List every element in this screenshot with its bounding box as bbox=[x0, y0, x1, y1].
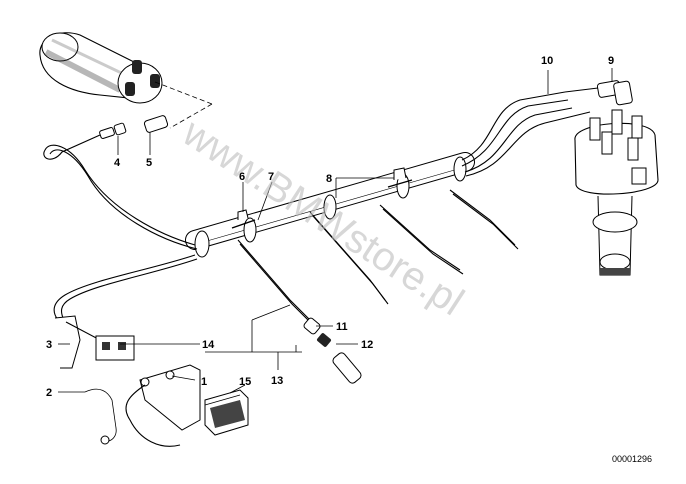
coil-lead bbox=[43, 115, 198, 250]
plug-connector bbox=[596, 80, 633, 106]
part-label-12: 12 bbox=[361, 339, 373, 351]
distributor-wires bbox=[461, 87, 599, 177]
part-label-4: 4 bbox=[114, 157, 121, 169]
part-label-10: 10 bbox=[541, 55, 553, 67]
watermark: www.BMWstore.pl bbox=[174, 110, 471, 324]
clamp-8 bbox=[387, 167, 413, 188]
part-label-11: 11 bbox=[336, 321, 348, 333]
part-label-6: 6 bbox=[239, 171, 245, 183]
branch-connectors bbox=[303, 317, 362, 384]
part-label-5: 5 bbox=[146, 157, 152, 169]
part-label-15: 15 bbox=[239, 376, 251, 388]
relay-bracket bbox=[84, 364, 249, 447]
part-label-3: 3 bbox=[46, 339, 52, 351]
part-label-9: 9 bbox=[608, 55, 614, 67]
part-label-2: 2 bbox=[46, 387, 52, 399]
part-label-14: 14 bbox=[202, 339, 215, 351]
leader-lines bbox=[58, 68, 613, 394]
ignition-coil bbox=[39, 32, 213, 129]
harness-sleeve bbox=[185, 152, 475, 258]
branch-wires bbox=[237, 189, 519, 330]
connector-14 bbox=[54, 315, 135, 369]
lower-left-wire bbox=[53, 254, 198, 321]
clamp-6 bbox=[231, 209, 256, 229]
distributor bbox=[574, 109, 659, 276]
part-label-13: 13 bbox=[271, 375, 283, 387]
diagram-code: 00001296 bbox=[612, 454, 652, 464]
part-label-7: 7 bbox=[268, 171, 274, 183]
part-label-1: 1 bbox=[201, 376, 207, 388]
part-label-8: 8 bbox=[326, 173, 332, 185]
